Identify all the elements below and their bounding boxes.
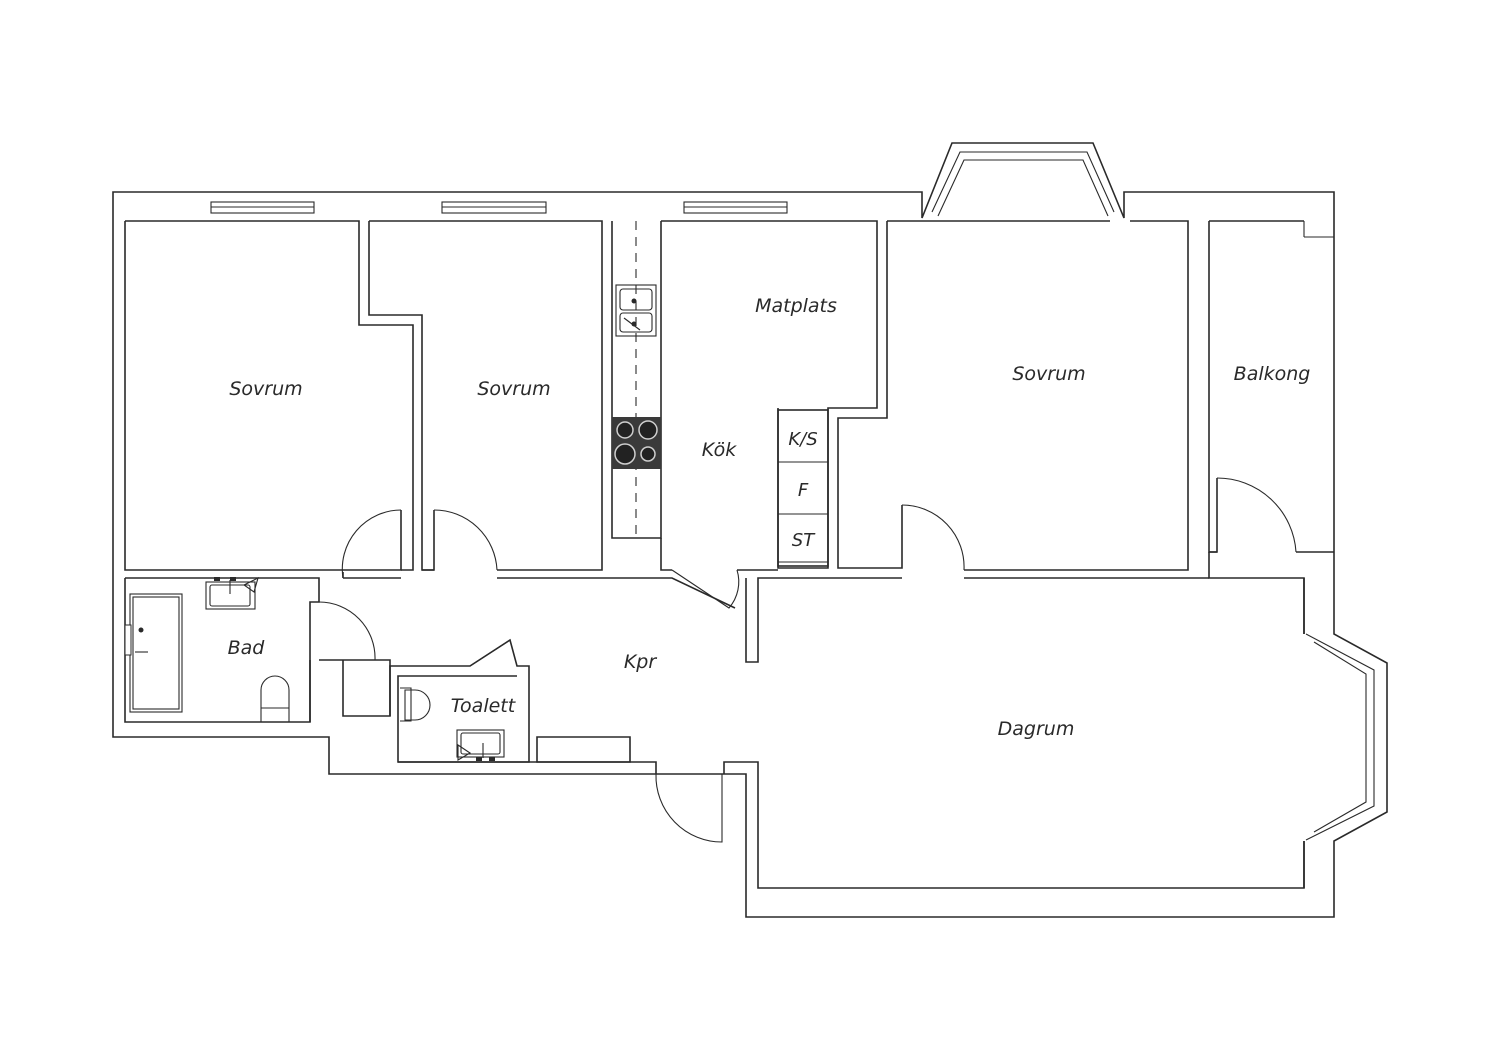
door-balkong xyxy=(1216,477,1297,553)
door-entrance xyxy=(655,773,723,843)
kitchen-fixtures xyxy=(612,221,829,567)
door-toalett xyxy=(469,639,511,667)
stove-icon xyxy=(612,417,661,469)
door-bad xyxy=(318,601,376,661)
label-balkong: Balkong xyxy=(1234,363,1311,385)
toalett-sink-icon xyxy=(456,729,505,761)
label-ks: K/S xyxy=(788,429,817,450)
label-sovrum-3: Sovrum xyxy=(1012,363,1085,385)
label-sovrum-1: Sovrum xyxy=(229,378,302,400)
door-kok xyxy=(671,569,740,609)
label-st: ST xyxy=(792,530,816,551)
bathroom-fixtures xyxy=(124,576,505,761)
label-sovrum-2: Sovrum xyxy=(477,378,550,400)
bad-sink-icon xyxy=(205,576,259,610)
door-sovrum-1 xyxy=(341,509,402,579)
label-kok: Kök xyxy=(702,439,737,461)
label-toalett: Toalett xyxy=(451,695,517,717)
kitchen-sink-icon xyxy=(615,284,657,337)
label-kpr: Kpr xyxy=(624,651,658,673)
bay-window-top xyxy=(931,151,1115,213)
label-dagrum: Dagrum xyxy=(998,718,1075,740)
door-sovrum-2 xyxy=(433,509,498,571)
interior-walls xyxy=(124,220,1334,889)
bay-window-right xyxy=(1305,633,1375,841)
door-sovrum-3 xyxy=(901,504,965,571)
label-bad: Bad xyxy=(228,637,266,659)
label-matplats: Matplats xyxy=(755,295,837,317)
bathtub-icon xyxy=(124,593,183,713)
bad-toilet-icon xyxy=(260,675,290,722)
doors xyxy=(318,477,1297,843)
label-f: F xyxy=(798,480,809,501)
toalett-toilet-icon xyxy=(400,687,431,722)
windows xyxy=(210,151,1375,841)
room-labels: Sovrum Sovrum Matplats Kök Sovrum Balkon… xyxy=(228,295,1311,740)
outer-walls xyxy=(112,142,1388,918)
